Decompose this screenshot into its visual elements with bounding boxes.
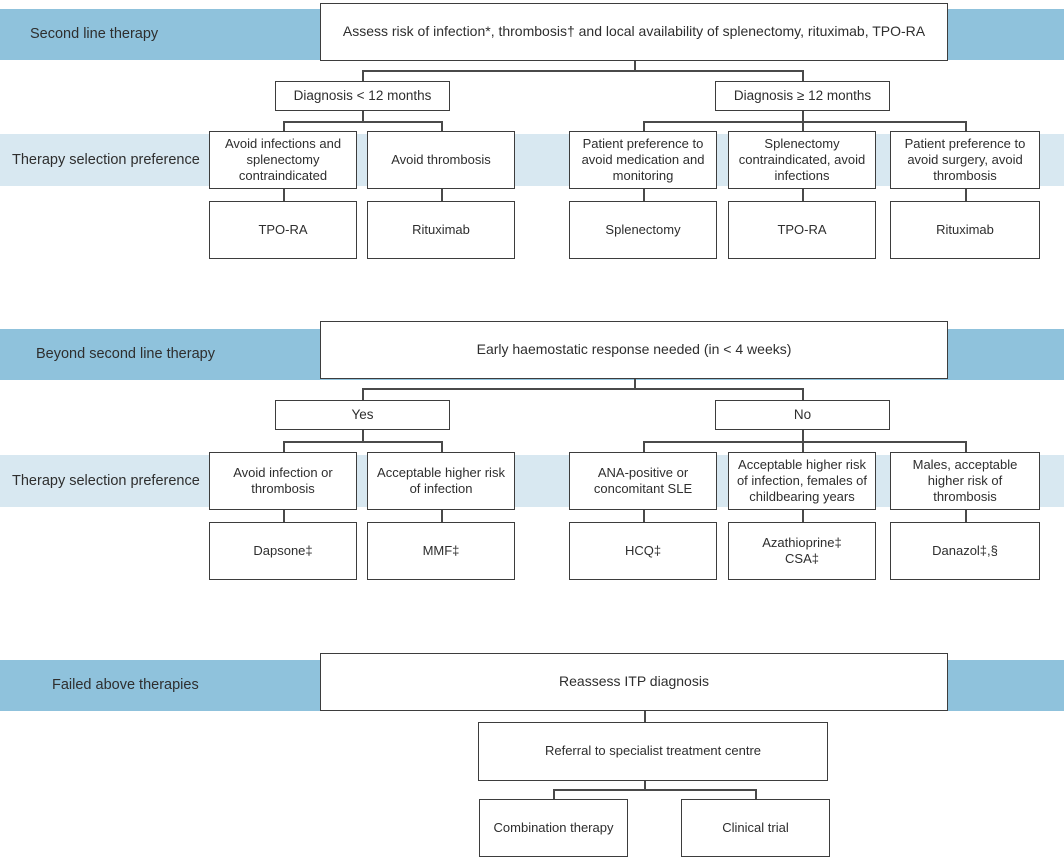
condition-box-avoid-thrombosis: Avoid thrombosis	[367, 131, 515, 189]
connector-line	[283, 510, 285, 522]
condition-box-avoid-medication-monitoring: Patient preference to avoid medication a…	[569, 131, 717, 189]
band-label-failed-therapies: Failed above therapies	[52, 677, 199, 693]
connector-line	[755, 789, 757, 799]
therapy-box-danazol: Danazol‡,§	[890, 522, 1040, 580]
connector-line	[643, 121, 965, 123]
selection-band-label: Therapy selection preference	[12, 152, 200, 168]
connector-line	[283, 441, 285, 452]
therapy-box-tpo-ra-1: TPO-RA	[209, 201, 357, 259]
therapy-box-mmf: MMF‡	[367, 522, 515, 580]
connector-line	[362, 111, 364, 121]
condition-box-ana-positive-sle: ANA-positive or concomitant SLE	[569, 452, 717, 510]
therapy-box-tpo-ra-2: TPO-RA	[728, 201, 876, 259]
therapy-box-hcq: HCQ‡	[569, 522, 717, 580]
connector-line	[441, 510, 443, 522]
connector-line	[283, 121, 285, 131]
condition-box-avoid-infections-splenectomy: Avoid infections and splenectomy contrai…	[209, 131, 357, 189]
connector-line	[362, 70, 802, 72]
connector-line	[802, 388, 804, 400]
condition-box-females-childbearing: Acceptable higher risk of infection, fem…	[728, 452, 876, 510]
condition-box-acceptable-risk-infection: Acceptable higher risk of infection	[367, 452, 515, 510]
connector-line	[283, 121, 441, 123]
branch-box-yes: Yes	[275, 400, 450, 430]
connector-line	[802, 70, 804, 81]
selection-band-second-line	[0, 134, 1064, 186]
root-box-reassess-itp-diagnosis: Reassess ITP diagnosis	[320, 653, 948, 711]
connector-line	[362, 430, 364, 441]
therapy-box-dapsone: Dapsone‡	[209, 522, 357, 580]
connector-line	[553, 789, 755, 791]
connector-line	[441, 189, 443, 201]
therapy-box-azathioprine-csa: Azathioprine‡ CSA‡	[728, 522, 876, 580]
branch-box-diagnosis-lt-12-months: Diagnosis < 12 months	[275, 81, 450, 111]
root-box-early-haemostatic-response: Early haemostatic response needed (in < …	[320, 321, 948, 379]
connector-line	[362, 70, 364, 81]
root-box-assess-risk: Assess risk of infection*, thrombosis† a…	[320, 3, 948, 61]
connector-line	[644, 711, 646, 722]
connector-line	[643, 189, 645, 201]
connector-line	[441, 121, 443, 131]
connector-line	[802, 189, 804, 201]
connector-line	[634, 61, 636, 70]
branch-box-diagnosis-ge-12-months: Diagnosis ≥ 12 months	[715, 81, 890, 111]
connector-line	[644, 781, 646, 789]
connector-line	[643, 510, 645, 522]
connector-line	[643, 441, 965, 443]
therapy-box-splenectomy: Splenectomy	[569, 201, 717, 259]
option-box-combination-therapy: Combination therapy	[479, 799, 628, 857]
connector-line	[283, 189, 285, 201]
connector-line	[643, 121, 645, 131]
selection-band-label: Therapy selection preference	[12, 473, 200, 489]
selection-band-beyond-second-line	[0, 455, 1064, 507]
band-label-second-line: Second line therapy	[30, 26, 159, 42]
connector-line	[362, 388, 364, 400]
connector-line	[283, 441, 441, 443]
connector-line	[802, 510, 804, 522]
branch-box-no: No	[715, 400, 890, 430]
connector-line	[965, 510, 967, 522]
condition-box-avoid-infection-or-thrombosis: Avoid infection or thrombosis	[209, 452, 357, 510]
connector-line	[441, 441, 443, 452]
connector-line	[965, 441, 967, 452]
therapy-box-rituximab-2: Rituximab	[890, 201, 1040, 259]
connector-line	[553, 789, 555, 799]
condition-box-avoid-surgery-thrombosis: Patient preference to avoid surgery, avo…	[890, 131, 1040, 189]
connector-line	[634, 379, 636, 388]
condition-box-males-risk-thrombosis: Males, acceptable higher risk of thrombo…	[890, 452, 1040, 510]
referral-box-specialist-centre: Referral to specialist treatment centre	[478, 722, 828, 781]
connector-line	[362, 388, 802, 390]
connector-line	[643, 441, 645, 452]
condition-box-splenectomy-contraindicated: Splenectomy contraindicated, avoid infec…	[728, 131, 876, 189]
option-box-clinical-trial: Clinical trial	[681, 799, 830, 857]
therapy-box-rituximab-1: Rituximab	[367, 201, 515, 259]
connector-line	[965, 121, 967, 131]
band-label-beyond-second-line: Beyond second line therapy	[36, 346, 215, 362]
connector-line	[965, 189, 967, 201]
